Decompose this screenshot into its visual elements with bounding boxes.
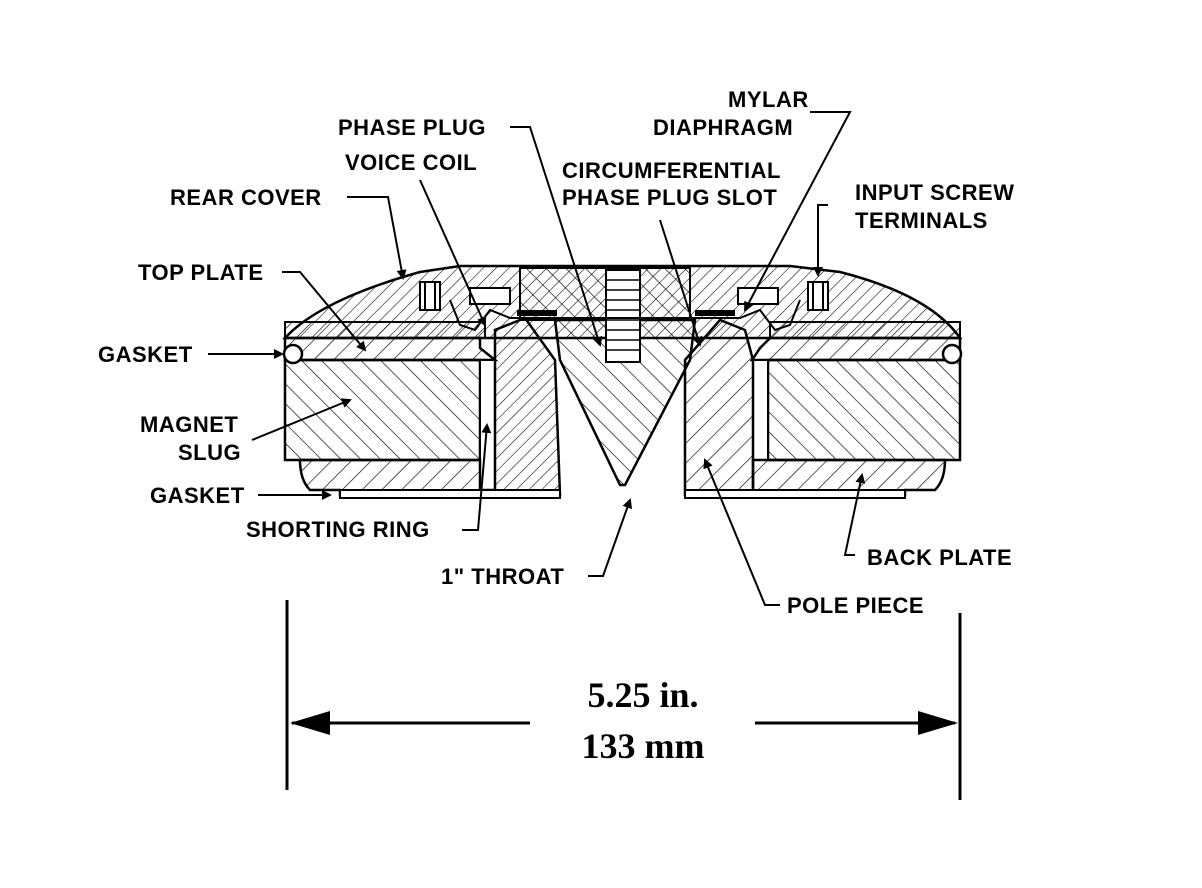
dimension: 5.25 in. 133 mm: [285, 600, 962, 800]
dimension-inches: 5.25 in.: [587, 675, 698, 715]
leader-top-plate: [282, 271, 367, 352]
label-circ-line1: CIRCUMFERENTIAL: [562, 158, 781, 183]
label-circ-line2: PHASE PLUG SLOT: [562, 185, 777, 210]
phase-plug: [519, 267, 697, 487]
label-mylar-line2: DIAPHRAGM: [653, 115, 793, 140]
back-plate: [298, 458, 947, 499]
leader-pole-piece: [703, 458, 780, 606]
pole-piece: [493, 316, 755, 497]
leader-back-plate: [843, 473, 866, 556]
gasket-ring: [282, 343, 963, 365]
label-mylar-line1: MYLAR: [728, 87, 809, 112]
mylar-diaphragm: [449, 287, 801, 332]
leader-shorting-ring: [462, 423, 492, 531]
leader-mylar: [744, 111, 852, 312]
label-pole-piece: POLE PIECE: [787, 593, 924, 618]
label-phase-plug: PHASE PLUG: [338, 115, 486, 140]
label-gasket-upper: GASKET: [98, 342, 193, 367]
leader-lines: [208, 111, 866, 606]
label-gasket-lower: GASKET: [150, 483, 245, 508]
label-shorting-ring: SHORTING RING: [246, 517, 430, 542]
leader-rear-cover: [347, 196, 407, 280]
label-input-line2: TERMINALS: [855, 208, 988, 233]
leader-throat: [588, 498, 633, 577]
center-screw: [605, 269, 641, 363]
leader-circ-slot: [659, 219, 703, 347]
label-top-plate: TOP PLATE: [138, 260, 264, 285]
dimension-mm: 133 mm: [582, 726, 705, 766]
label-magnet-line1: MAGNET: [140, 412, 238, 437]
label-magnet-line2: SLUG: [178, 440, 241, 465]
leader-phase-plug: [510, 126, 603, 347]
leader-input-terminals: [813, 204, 828, 277]
leader-voice-coil: [419, 179, 487, 327]
leader-magnet: [251, 398, 352, 441]
label-voice-coil: VOICE COIL: [345, 150, 477, 175]
label-throat: 1" THROAT: [441, 564, 564, 589]
label-back-plate: BACK PLATE: [867, 545, 1012, 570]
label-rear-cover: REAR COVER: [170, 185, 322, 210]
label-input-line1: INPUT SCREW: [855, 180, 1015, 205]
input-screw-terminals: [419, 281, 829, 311]
labels: MYLAR DIAPHRAGM PHASE PLUG VOICE COIL CI…: [98, 87, 1015, 618]
